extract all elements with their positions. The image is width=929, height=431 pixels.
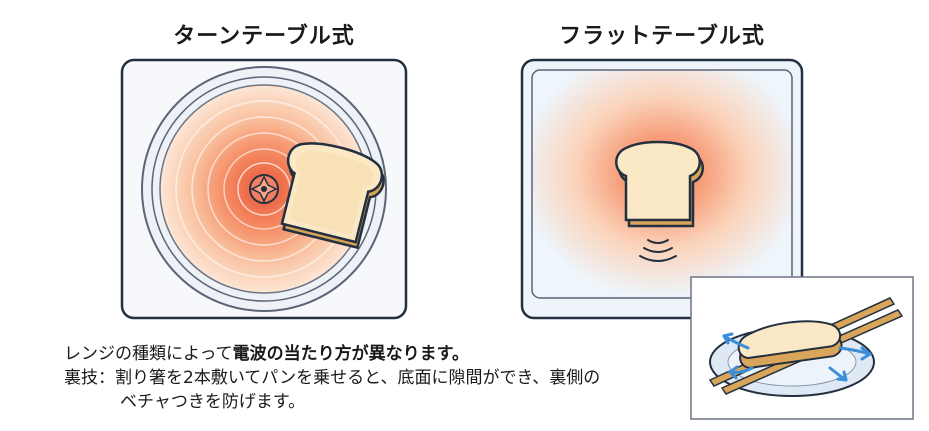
- bread-slice-icon: [280, 142, 385, 250]
- caption-line-1: レンジの種類によって電波の当たり方が異なります。: [64, 342, 600, 366]
- turntable-title: ターンテーブル式: [173, 24, 355, 49]
- flat-table-title: フラットテーブル式: [559, 24, 765, 49]
- turntable-illustration: [120, 58, 408, 320]
- wave-icon: [639, 239, 677, 262]
- airflow-arrow-icon: [722, 332, 872, 382]
- caption-line-1-highlight: 電波の当たり方が異なります。: [232, 344, 469, 364]
- caption-line-2: 裏技：割り箸を2本敷いてパンを乗せると、底面に隙間ができ、裏側の: [64, 368, 601, 388]
- turntable-spindle-icon: [249, 174, 279, 204]
- bread-slice-icon: [737, 320, 843, 369]
- bread-slice-icon: [615, 140, 704, 228]
- caption-line-1-prefix: レンジの種類によって: [64, 344, 233, 364]
- caption: レンジの種類によって電波の当たり方が異なります。 裏技：割り箸を2本敷いてパンを…: [64, 342, 600, 414]
- chopsticks-inset: [690, 276, 914, 420]
- flat-table-illustration: [520, 58, 804, 320]
- caption-line-3: ベチャつきを防げます。: [120, 392, 306, 412]
